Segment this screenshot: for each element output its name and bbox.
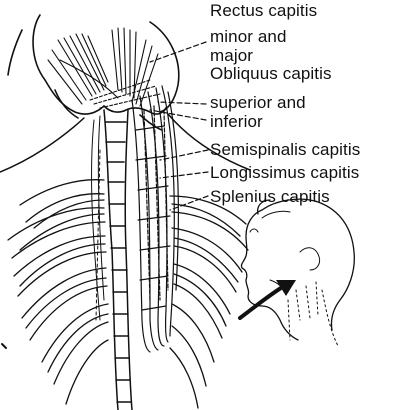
left-ribs [8, 180, 108, 404]
head-profile-inset [241, 199, 354, 346]
posterior-neck-muscles [132, 86, 178, 352]
vertebral-column [104, 110, 132, 410]
label-rectus-capitis: Rectus capitis [210, 2, 317, 19]
right-ribs [170, 196, 248, 408]
label-obliquus-capitis: Obliquus capitis [210, 65, 332, 82]
suboccipital-muscles [48, 28, 160, 108]
skull [8, 15, 179, 130]
label-longissimus-capitis: Longissimus capitis [210, 164, 359, 181]
left-neck-muscles [92, 116, 104, 320]
label-superior-and: superior and [210, 94, 306, 111]
stray-mark [2, 344, 6, 348]
label-major: major [210, 47, 253, 64]
label-minor-and: minor and [210, 28, 287, 45]
label-splenius-capitis: Splenius capitis [210, 188, 330, 205]
label-inferior: inferior [210, 113, 263, 130]
label-semispinalis-capitis: Semispinalis capitis [210, 141, 360, 158]
